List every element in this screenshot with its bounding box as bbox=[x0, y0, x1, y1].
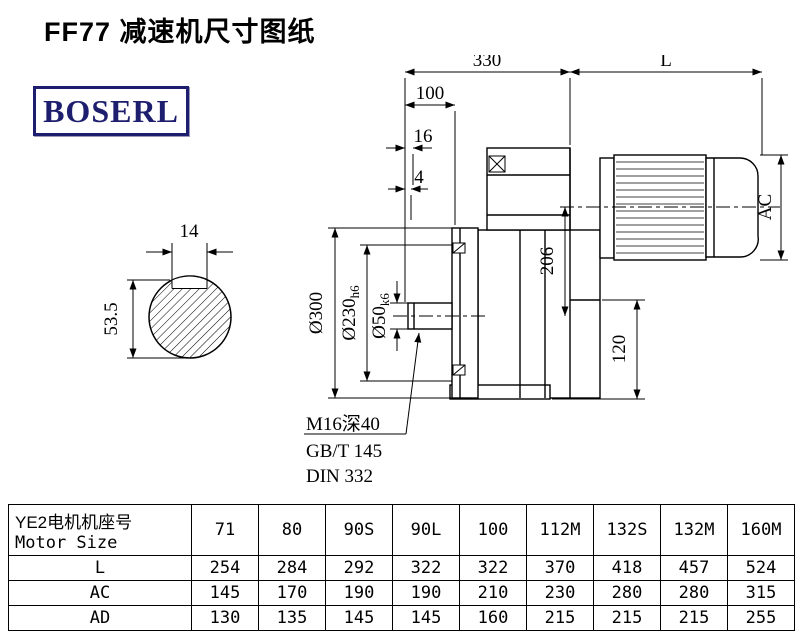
table-cell: 284 bbox=[258, 555, 326, 581]
motor-fins bbox=[616, 161, 704, 254]
dimension-lines bbox=[127, 68, 788, 435]
table-cell: 315 bbox=[727, 580, 795, 606]
table-cell: 160 bbox=[459, 605, 527, 631]
row-label: L bbox=[8, 555, 192, 581]
table-cell: 145 bbox=[392, 605, 460, 631]
table-cell: 280 bbox=[660, 580, 728, 606]
motor-size-header-en: Motor Size bbox=[15, 532, 118, 553]
column-header: 71 bbox=[191, 504, 259, 556]
motor-size-header-cell: YE2电机机座号 Motor Size bbox=[8, 504, 192, 556]
dim-120-label: 120 bbox=[609, 335, 630, 364]
shaft-section-circle bbox=[148, 275, 232, 359]
column-header: 90L bbox=[392, 504, 460, 556]
table-cell: 322 bbox=[392, 555, 460, 581]
shaft-section-view bbox=[148, 243, 232, 359]
column-header: 90S bbox=[325, 504, 393, 556]
row-label: AD bbox=[8, 605, 192, 631]
table-cell: 215 bbox=[593, 605, 661, 631]
motor-adapter bbox=[599, 157, 615, 259]
column-header: 80 bbox=[258, 504, 326, 556]
dim-330-label: 330 bbox=[473, 55, 502, 71]
dimension-texts: 330 L 100 16 4 AC 206 120 Ø300 Ø230h6 Ø5… bbox=[101, 55, 776, 363]
motor-body bbox=[613, 154, 707, 261]
brand-logo-text: BOSERL bbox=[43, 92, 179, 129]
drawing-notes: M16深40 GB/T 145 DIN 332 bbox=[306, 413, 382, 487]
table-cell: 190 bbox=[392, 580, 460, 606]
gb-standard-note: GB/T 145 bbox=[306, 441, 382, 462]
table-cell: 170 bbox=[258, 580, 326, 606]
table-cell: 322 bbox=[459, 555, 527, 581]
table-header-row: YE2电机机座号 Motor Size 71 80 90S 90L 100 11… bbox=[8, 504, 795, 556]
dim-4-label: 4 bbox=[414, 167, 424, 188]
table-cell: 215 bbox=[526, 605, 594, 631]
dim-d300-label: Ø300 bbox=[306, 292, 327, 334]
thread-note: M16深40 bbox=[306, 413, 380, 435]
table-cell: 130 bbox=[191, 605, 259, 631]
motor-fan-cover bbox=[705, 157, 759, 258]
column-header: 100 bbox=[459, 504, 527, 556]
dim-16-label: 16 bbox=[414, 126, 433, 147]
table-cell: 457 bbox=[660, 555, 728, 581]
table-cell: 230 bbox=[526, 580, 594, 606]
table-cell: 524 bbox=[727, 555, 795, 581]
table-row-AD: AD 130 135 145 145 160 215 215 215 255 bbox=[8, 605, 795, 631]
table-cell: 215 bbox=[660, 605, 728, 631]
column-header: 132S bbox=[593, 504, 661, 556]
table-cell: 370 bbox=[526, 555, 594, 581]
bolt-hole-marks bbox=[452, 155, 506, 376]
drawing-title: FF77 减速机尺寸图纸 bbox=[44, 17, 316, 47]
column-header: 160M bbox=[727, 504, 795, 556]
dim-d50-label: Ø50k6 bbox=[369, 293, 392, 339]
table-cell: 145 bbox=[191, 580, 259, 606]
row-label: AC bbox=[8, 580, 192, 606]
table-cell: 292 bbox=[325, 555, 393, 581]
thread-note-leader bbox=[304, 332, 422, 435]
brand-logo-box: BOSERL bbox=[33, 86, 189, 136]
dim-53-5-label: 53.5 bbox=[101, 302, 122, 335]
dim-206-label: 206 bbox=[537, 247, 558, 276]
dimension-table: YE2电机机座号 Motor Size 71 80 90S 90L 100 11… bbox=[8, 504, 795, 631]
dimension-drawing: 330 L 100 16 4 AC 206 120 Ø300 Ø230h6 Ø5… bbox=[101, 55, 788, 487]
gear-housing-body bbox=[477, 229, 601, 399]
table-row-L: L 254 284 292 322 322 370 418 457 524 bbox=[8, 555, 795, 581]
column-header: 132M bbox=[660, 504, 728, 556]
centerlines bbox=[393, 206, 780, 317]
table-cell: 210 bbox=[459, 580, 527, 606]
gearbox-motor-side-view bbox=[407, 147, 759, 400]
table-cell: 254 bbox=[191, 555, 259, 581]
table-cell: 255 bbox=[727, 605, 795, 631]
table-cell: 418 bbox=[593, 555, 661, 581]
table-row-AC: AC 145 170 190 190 210 230 280 280 315 bbox=[8, 580, 795, 606]
dim-d230-label: Ø230h6 bbox=[339, 285, 362, 341]
table-cell: 280 bbox=[593, 580, 661, 606]
table-cell: 145 bbox=[325, 605, 393, 631]
din-standard-note: DIN 332 bbox=[306, 466, 373, 487]
table-cell: 135 bbox=[258, 605, 326, 631]
dim-AC-label: AC bbox=[755, 194, 776, 220]
dim-14-label: 14 bbox=[180, 221, 200, 242]
column-header: 112M bbox=[526, 504, 594, 556]
dim-100-label: 100 bbox=[416, 83, 445, 104]
dim-L-label: L bbox=[660, 55, 672, 71]
motor-size-header-cn: YE2电机机座号 bbox=[15, 512, 133, 532]
table-cell: 190 bbox=[325, 580, 393, 606]
